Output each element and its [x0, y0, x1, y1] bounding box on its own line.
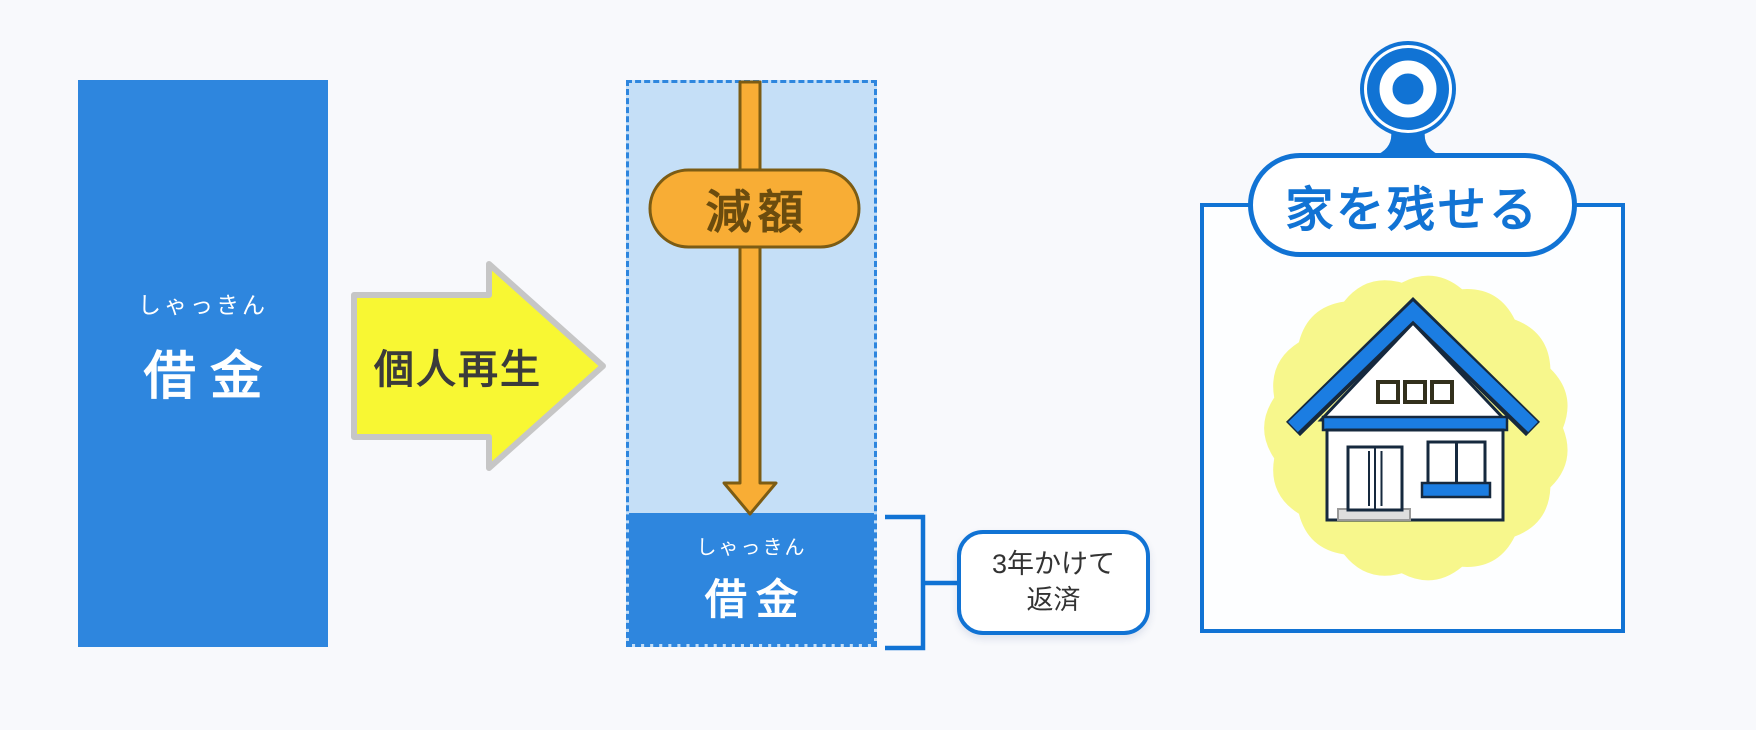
remaining-debt-furigana: しゃっきん: [696, 536, 807, 559]
debt-label: 借金: [143, 348, 277, 406]
gable-window-2: [1403, 380, 1427, 404]
bracket-shape: [885, 514, 958, 651]
reduced-debt-column: しゃっきん 借金: [626, 80, 877, 647]
gable-window-1: [1376, 380, 1400, 404]
process-arrow-icon: [351, 261, 606, 471]
stamp-stem: [1374, 126, 1442, 156]
stamp-outer-circle: [1360, 41, 1456, 137]
approval-stamp-icon: [1360, 41, 1456, 156]
reduction-badge-label: 減額: [705, 185, 810, 238]
gable-window-3: [1430, 380, 1454, 404]
repayment-line-1: 3年かけて: [991, 548, 1116, 579]
debt-furigana: しゃっきん: [137, 292, 268, 318]
repayment-line-2: 返済: [1026, 584, 1081, 615]
house-illustration: [1264, 275, 1568, 581]
stamp-inner-ring: [1379, 60, 1437, 118]
keep-house-label: 家を残せる: [1248, 153, 1577, 257]
house-door-divider: [1368, 447, 1383, 510]
house-band: [1321, 415, 1509, 432]
house-icon: [1285, 296, 1541, 522]
stamp-thin-ring: [1364, 45, 1452, 133]
debt-box-after: しゃっきん 借金: [629, 513, 874, 644]
debt-box-text: しゃっきん 借金: [129, 286, 277, 409]
repayment-bubble: 3年かけて 返済: [957, 530, 1150, 635]
house-window-sill: [1420, 481, 1492, 499]
remaining-debt-label: 借金: [704, 575, 808, 623]
repayment-bracket: [885, 514, 958, 651]
debt-box-before: しゃっきん 借金: [78, 80, 328, 647]
house-roof: [1288, 301, 1538, 433]
process-arrow-label: 個人再生: [374, 348, 542, 392]
process-arrow-shape: [351, 261, 606, 471]
